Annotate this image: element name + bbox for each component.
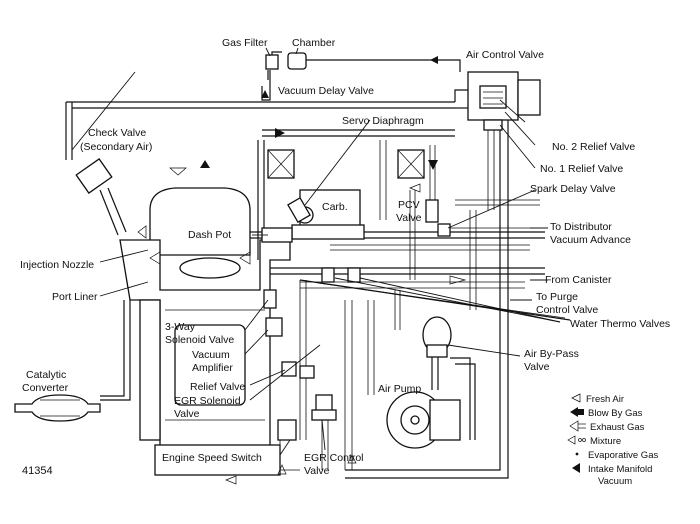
carburetor xyxy=(291,189,365,240)
label-water-thermo-valves: Water Thermo Valves xyxy=(570,318,670,330)
label-to-purge: To Purge xyxy=(536,291,578,303)
legend-fresh-air: Fresh Air xyxy=(571,393,624,405)
label-air-control-valve: Air Control Valve xyxy=(466,49,544,61)
labels: Gas Filter Chamber Air Control Valve Vac… xyxy=(20,37,670,477)
label-pcv: PCV xyxy=(398,199,420,211)
hose-network xyxy=(65,51,571,479)
label-to-distributor: To Distributor xyxy=(550,221,612,233)
engine-speed-switch xyxy=(277,419,297,441)
spark-delay-valve xyxy=(437,223,451,237)
flow-arrows xyxy=(137,56,467,485)
pcv-valve xyxy=(425,199,439,223)
label-air-bypass-valve: Valve xyxy=(524,361,550,373)
legend-label: Blow By Gas xyxy=(588,408,643,419)
legend-mixture: Mixture xyxy=(567,435,621,447)
label-no2-relief-valve: No. 2 Relief Valve xyxy=(552,141,635,153)
label-egr-control: EGR Control xyxy=(304,452,364,464)
label-vacuum-delay-valve: Vacuum Delay Valve xyxy=(278,85,374,97)
label-spark-delay-valve: Spark Delay Valve xyxy=(530,183,616,195)
label-air-bypass: Air By-Pass xyxy=(524,348,579,360)
egr-control-valve xyxy=(311,394,337,421)
servo-diaphragm xyxy=(287,196,311,224)
water-thermo-valve-b xyxy=(347,267,361,283)
label-vacuum: Vacuum xyxy=(192,349,230,361)
air-bypass-valve xyxy=(422,316,452,358)
label-relief-valve: Relief Valve xyxy=(190,381,245,393)
vacuum-amplifier xyxy=(265,317,283,337)
legend-blow-by-gas: Blow By Gas xyxy=(570,407,643,419)
label-port-liner: Port Liner xyxy=(52,291,98,303)
label-converter: Converter xyxy=(22,382,69,394)
label-no1-relief-valve: No. 1 Relief Valve xyxy=(540,163,623,175)
engine xyxy=(119,187,291,476)
label-egr-solenoid: EGR Solenoid xyxy=(174,395,241,407)
label-check-valve-secondary: (Secondary Air) xyxy=(80,141,152,153)
label-amplifier: Amplifier xyxy=(192,362,233,374)
legend: Fresh Air Blow By Gas Exhaust Gas Mixtur… xyxy=(567,393,658,487)
label-servo-diaphragm: Servo Diaphragm xyxy=(342,115,424,127)
label-carb: Carb. xyxy=(322,201,348,213)
label-air-pump: Air Pump xyxy=(378,383,421,395)
legend-exhaust-gas: Exhaust Gas xyxy=(569,420,645,433)
label-injection-nozzle: Injection Nozzle xyxy=(20,259,94,271)
chamber xyxy=(287,52,307,70)
legend-label: Mixture xyxy=(590,436,621,447)
leader-lines xyxy=(71,47,561,456)
label-control-valve: Control Valve xyxy=(536,304,598,316)
label-dash-pot: Dash Pot xyxy=(188,229,231,241)
legend-evaporative-gas: Evaporative Gas xyxy=(575,450,658,461)
three-way-solenoid-valve xyxy=(263,289,277,309)
water-thermo-valve-a xyxy=(321,267,335,283)
gas-filter xyxy=(265,54,279,70)
egr-solenoid-valve xyxy=(299,365,315,379)
label-chamber: Chamber xyxy=(292,37,336,49)
label-from-canister: From Canister xyxy=(545,274,612,286)
catalytic-converter xyxy=(14,394,101,422)
label-egr-control-valve: Valve xyxy=(304,465,330,477)
label-vacuum-advance: Vacuum Advance xyxy=(550,234,631,246)
figure-number: 41354 xyxy=(22,465,53,477)
check-valve-secondary-air xyxy=(75,158,113,194)
label-pcv-valve: Valve xyxy=(396,212,422,224)
air-cleaner-boxes xyxy=(267,149,425,179)
label-solenoid-valve: Solenoid Valve xyxy=(165,334,234,346)
label-engine-speed-switch: Engine Speed Switch xyxy=(162,452,262,464)
label-check-valve: Check Valve xyxy=(88,127,146,139)
legend-label: Fresh Air xyxy=(586,394,624,405)
label-catalytic: Catalytic xyxy=(26,369,66,381)
label-3way: 3-Way xyxy=(165,321,196,333)
air-control-valve xyxy=(467,71,541,131)
label-egr-solenoid-valve: Valve xyxy=(174,408,200,420)
air-pump xyxy=(386,391,461,449)
legend-label: Evaporative Gas xyxy=(588,450,658,461)
legend-label: Exhaust Gas xyxy=(590,422,645,433)
label-gas-filter: Gas Filter xyxy=(222,37,268,49)
